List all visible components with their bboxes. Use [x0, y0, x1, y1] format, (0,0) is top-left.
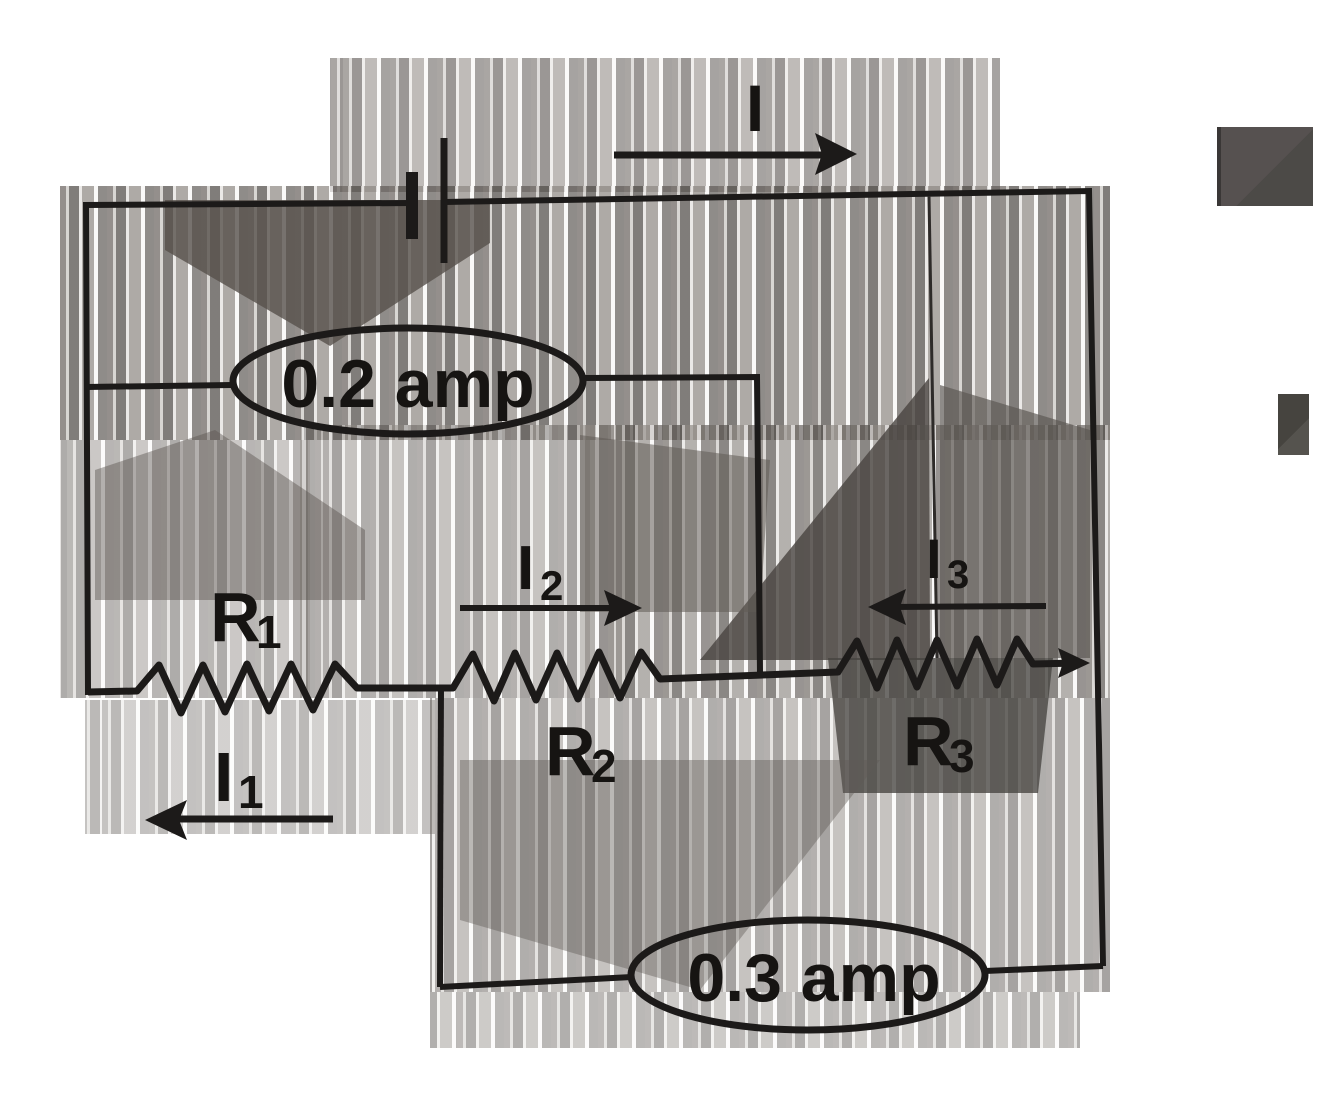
- noise-patch: [85, 700, 435, 834]
- ammeter2-right-lead: [984, 963, 1104, 974]
- current-I3-label: I: [926, 527, 942, 590]
- current-I2-sub: 2: [540, 562, 563, 609]
- noise-patch: [300, 425, 590, 698]
- shade-wedge: [828, 658, 1053, 793]
- resistor-row-wire: [87, 635, 1079, 717]
- resistor-R3-sub: 3: [949, 730, 975, 782]
- dark-swatch-small: [1278, 394, 1309, 455]
- current-I2-arrow: [460, 590, 642, 626]
- current-I-arrow: [614, 133, 857, 175]
- noise-patch: [60, 440, 310, 698]
- resistor-R1-sub: 1: [256, 606, 282, 658]
- resistor-R2-label: R: [545, 712, 596, 790]
- shade-wedge: [580, 435, 770, 612]
- ammeter2-outline: [627, 916, 989, 1034]
- current-I1-sub: 1: [238, 766, 264, 818]
- shade-wedge: [940, 385, 1090, 658]
- ammeter1-reading: 0.2 amp: [281, 346, 534, 422]
- battery-icon: [406, 138, 448, 263]
- junction-down-wire: [437, 686, 444, 988]
- top-feed-wire: [927, 195, 939, 659]
- current-I1-label: I: [214, 738, 233, 816]
- top-right-wire: [443, 187, 1106, 967]
- current-I3-arrow: [868, 589, 1047, 625]
- ammeter1-outline: [229, 324, 587, 438]
- resistor-R2-sub: 2: [591, 740, 617, 792]
- ammeter2-reading: 0.3 amp: [687, 940, 940, 1016]
- ammeter2-left-lead: [439, 974, 633, 990]
- resistor-R3-label: R: [903, 702, 954, 780]
- resistor-row-end-arrowhead: [1058, 648, 1090, 678]
- dark-swatch-large: [1217, 127, 1313, 206]
- resistor-R1-label: R: [210, 578, 261, 656]
- current-I1-arrow: [145, 800, 333, 840]
- noise-patch: [430, 992, 1080, 1048]
- current-I-label: I: [746, 71, 764, 145]
- current-I2-label: I: [517, 534, 534, 603]
- current-I3-sub: 3: [947, 553, 969, 597]
- ammeter1-right-lead: [582, 373, 763, 674]
- ammeter1-left-lead: [85, 382, 233, 390]
